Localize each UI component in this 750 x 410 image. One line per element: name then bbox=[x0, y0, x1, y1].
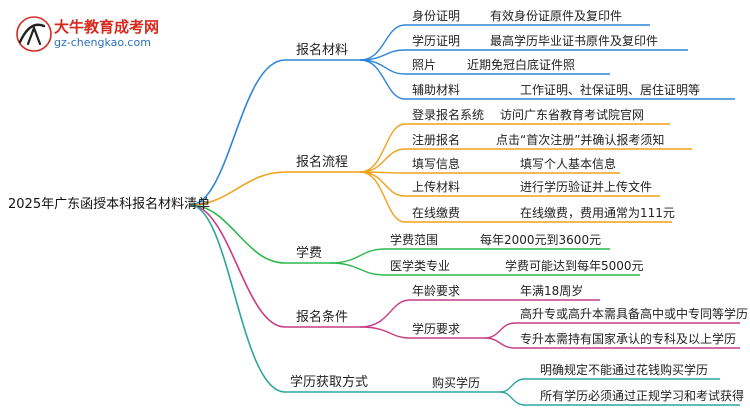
node-edu-req: 学历要求 bbox=[412, 322, 461, 336]
node-id-proof: 身份证明 bbox=[412, 9, 461, 23]
link-root-b2 bbox=[189, 171, 360, 206]
node-login: 登录报名系统 bbox=[412, 108, 485, 122]
node-buy-detail-2: 所有学历必须通过正规学习和考试获得 bbox=[540, 389, 745, 403]
branch-acquire: 学历获取方式 bbox=[290, 375, 369, 390]
logo-mark-icon bbox=[16, 16, 52, 52]
node-age-detail: 年满18周岁 bbox=[520, 284, 584, 298]
node-buy-detail-1: 明确规定不能通过花钱购买学历 bbox=[540, 363, 709, 377]
node-register: 注册报名 bbox=[412, 133, 461, 147]
node-upload: 上传材料 bbox=[412, 180, 461, 194]
node-tuition-range-detail: 每年2000元到3600元 bbox=[480, 233, 602, 247]
node-medical: 医学类专业 bbox=[390, 259, 451, 273]
site-logo[interactable]: 大牛教育成考网 gz-chengkao.com bbox=[12, 14, 182, 54]
link-root-b5 bbox=[189, 204, 380, 393]
link-root-b4 bbox=[189, 204, 360, 328]
node-medical-detail: 学费可能达到每年5000元 bbox=[505, 259, 644, 273]
link-root-b3 bbox=[189, 204, 330, 264]
node-pay: 在线缴费 bbox=[412, 206, 461, 220]
node-upload-detail: 进行学历验证并上传文件 bbox=[520, 180, 653, 194]
branch-process: 报名流程 bbox=[296, 155, 349, 170]
node-aux: 辅助材料 bbox=[412, 83, 461, 97]
node-age: 年龄要求 bbox=[412, 284, 461, 298]
link-root-b1 bbox=[189, 59, 360, 206]
root-topic: 2025年广东函授本科报名材料清单 bbox=[8, 197, 211, 212]
logo-site: gz-chengkao.com bbox=[54, 36, 151, 49]
branch-materials: 报名材料 bbox=[296, 43, 349, 58]
node-photo: 照片 bbox=[412, 58, 437, 72]
branch-conditions: 报名条件 bbox=[296, 310, 349, 325]
node-photo-detail: 近期免冠白底证件照 bbox=[467, 58, 576, 72]
node-tuition-range: 学费范围 bbox=[390, 233, 439, 247]
node-edu-proof: 学历证明 bbox=[412, 34, 461, 48]
node-pay-detail: 在线缴费，费用通常为111元 bbox=[520, 206, 675, 220]
node-buy: 购买学历 bbox=[432, 376, 481, 390]
node-fill-info: 填写信息 bbox=[412, 157, 461, 171]
node-edu-req-detail-1: 高升专或高升本需具备高中或中专同等学历 bbox=[520, 307, 749, 321]
node-register-detail: 点击“首次注册”并确认报考须知 bbox=[496, 133, 665, 147]
node-edu-proof-detail: 最高学历毕业证书原件及复印件 bbox=[490, 34, 659, 48]
node-id-proof-detail: 有效身份证原件及复印件 bbox=[490, 9, 623, 23]
node-aux-detail: 工作证明、社保证明、居住证明等 bbox=[520, 83, 701, 97]
node-login-detail: 访问广东省教育考试院官网 bbox=[500, 108, 645, 122]
node-edu-req-detail-2: 专升本需持有国家承认的专科及以上学历 bbox=[520, 332, 737, 346]
logo-brand: 大牛教育成考网 bbox=[54, 18, 160, 36]
node-fill-info-detail: 填写个人基本信息 bbox=[520, 157, 617, 171]
branch-tuition: 学费 bbox=[296, 246, 323, 261]
